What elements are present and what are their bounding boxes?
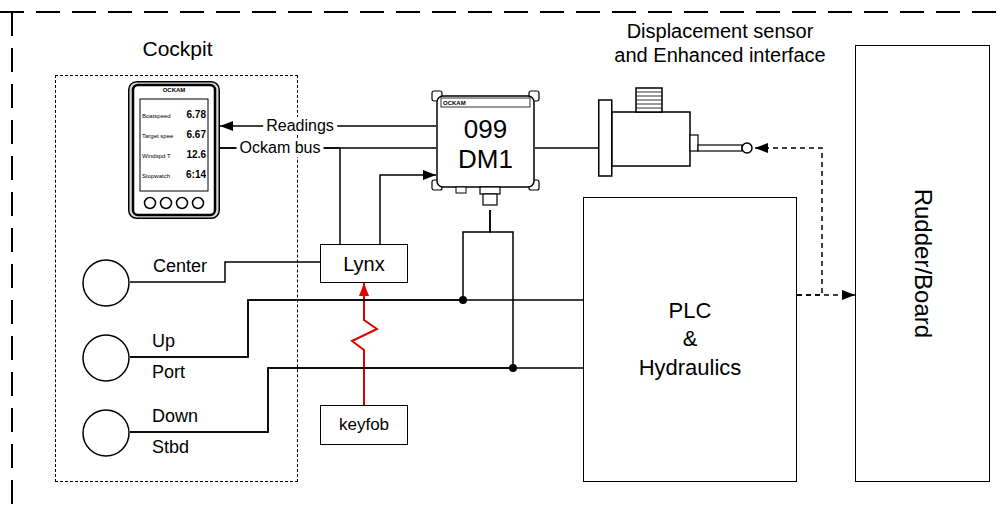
- button-circle: UpPort: [82, 334, 130, 382]
- connector: [352, 283, 377, 405]
- connector: [220, 125, 436, 127]
- node-label: keyfob: [339, 415, 389, 435]
- node-label: Windspd T: [142, 153, 182, 160]
- connector: [797, 294, 855, 296]
- edge-label: Ockam bus: [237, 139, 324, 157]
- node-label: Stopwatch: [142, 173, 182, 180]
- outer-boundary: [0, 11, 1006, 13]
- node-label: Boatspeed: [142, 113, 182, 120]
- node-label: 6:14: [172, 169, 206, 181]
- node-label: 6.67: [172, 129, 206, 141]
- node-label: PLC & Hydraulics: [632, 297, 748, 383]
- button-circle: DownStbd: [82, 409, 130, 457]
- connector: [380, 175, 436, 244]
- button-circle: Center: [82, 259, 130, 307]
- connector: [755, 148, 822, 295]
- display-unit-outline: [128, 81, 220, 219]
- connector: [130, 262, 320, 282]
- button-circle-outline: [82, 409, 130, 457]
- node-label: Port: [152, 362, 185, 384]
- connector: [130, 368, 583, 432]
- process-box: keyfob: [320, 405, 408, 445]
- node-label: OCKAM: [443, 100, 466, 107]
- node-label: Rudder/Board: [908, 189, 937, 338]
- displacement-sensor: Displacement sensor and Enhanced interfa…: [598, 85, 755, 185]
- display-module: OCKAM 099 DM1: [436, 95, 535, 210]
- connector: [130, 210, 490, 357]
- edge-label: Readings: [263, 117, 337, 135]
- connector: [535, 147, 598, 149]
- node-label: Up: [152, 331, 175, 353]
- cockpit-region: CockpitOCKAMBoatspeed6.78Target spee6.67…: [55, 75, 298, 482]
- node-label: 099 DM1: [436, 115, 535, 175]
- node-label: Cockpit: [56, 36, 299, 61]
- button-circle-outline: [82, 334, 130, 382]
- node-label: Down: [152, 406, 198, 428]
- outer-boundary: [11, 12, 13, 506]
- process-box: PLC & Hydraulics: [583, 197, 797, 482]
- node-label: Target spee: [142, 133, 182, 140]
- button-circle-outline: [82, 259, 130, 307]
- node-label: Stbd: [152, 437, 189, 459]
- node-label: Displacement sensor and Enhanced interfa…: [611, 19, 829, 67]
- node-label: Center: [153, 256, 207, 278]
- display-module-outline: [436, 95, 535, 210]
- connector: [130, 210, 513, 432]
- process-box: Rudder/Board: [855, 45, 990, 482]
- process-box: Lynx: [320, 244, 408, 283]
- node-label: 6.78: [172, 109, 206, 121]
- node-label: OCKAM: [128, 87, 220, 94]
- node-label: 12.6: [172, 149, 206, 161]
- node-label: Lynx: [343, 252, 385, 276]
- displacement-sensor-outline: [598, 85, 755, 185]
- connector: [220, 148, 340, 244]
- display-unit: OCKAM Boatspeed6.78Target spee6.67Windspd…: [128, 81, 220, 219]
- connector: [130, 300, 583, 357]
